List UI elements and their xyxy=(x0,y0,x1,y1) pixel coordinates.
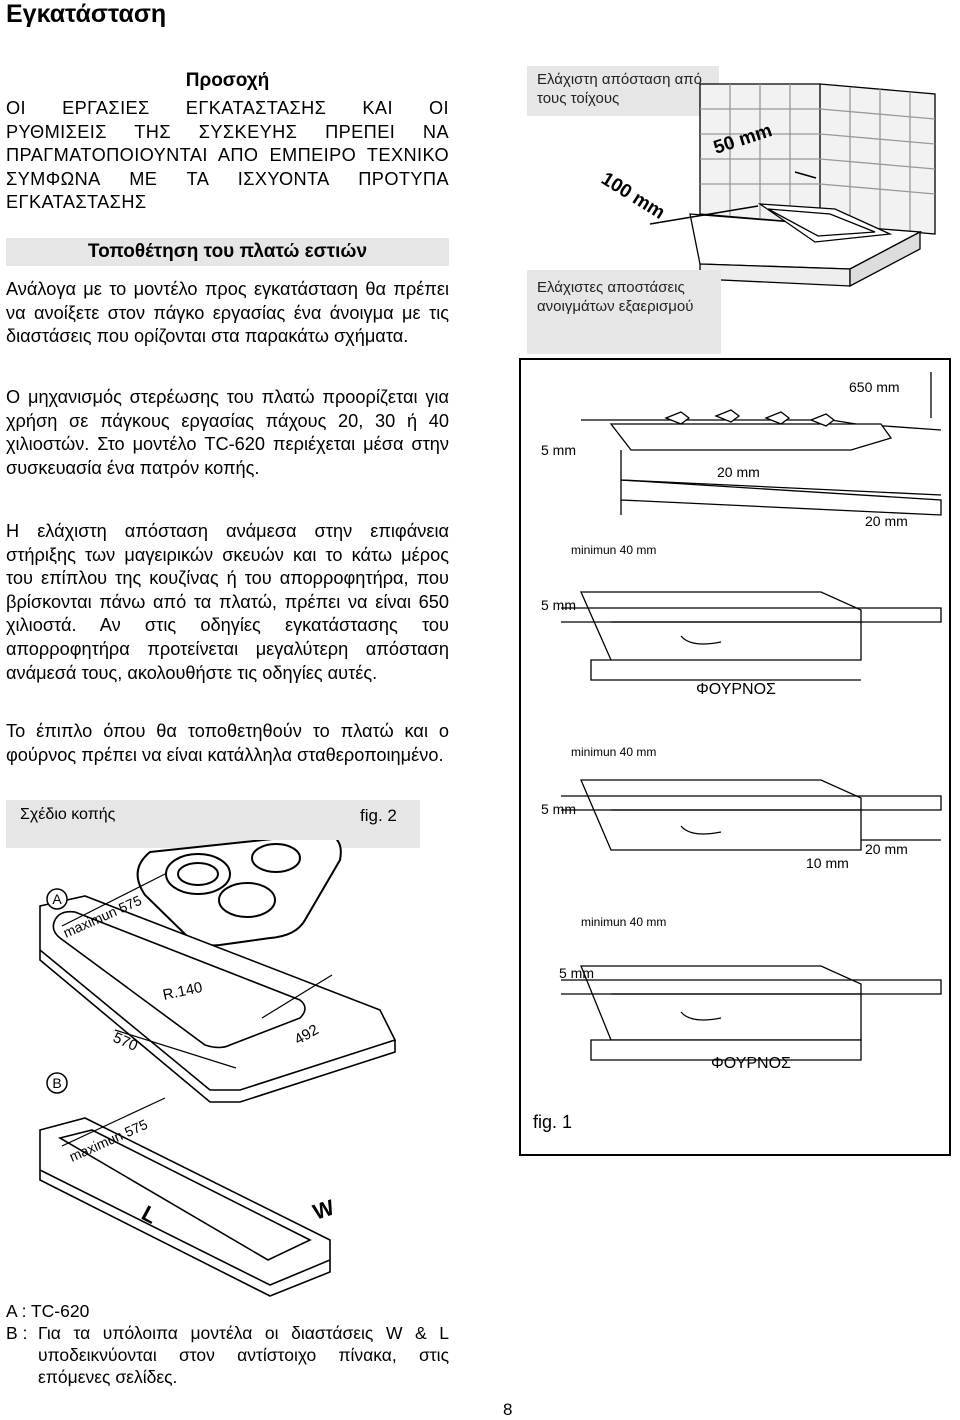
dim-570: 570 xyxy=(110,1029,140,1055)
paragraph-opening: Ανάλογα με το μοντέλο προς εγκατάσταση θ… xyxy=(6,279,449,347)
marker-a-text: A xyxy=(52,891,62,907)
dim-20mm-1: 20 mm xyxy=(717,464,760,480)
oven-label-1: ΦΟΥΡΝΟΣ xyxy=(696,681,776,698)
paragraph-distance: Η ελάχιστη απόσταση ανάμεσα στην επιφάνε… xyxy=(6,521,449,683)
worktop-b xyxy=(39,1117,331,1297)
footnote-b-text: Για τα υπόλοιπα μοντέλα οι διαστάσεις W … xyxy=(38,1323,449,1387)
hob-plate-a xyxy=(136,840,342,947)
dim-5mm-1: 5 mm xyxy=(541,442,576,458)
dim-min40-2: minimun 40 mm xyxy=(571,745,656,759)
dim-5mm-3: 5 mm xyxy=(541,801,576,817)
dim-w: W xyxy=(310,1194,338,1224)
oven-label-2: ΦΟΥΡΝΟΣ xyxy=(711,1055,791,1072)
cut-template-label: Σχέδιο κοπής xyxy=(20,806,116,823)
fig1-frame xyxy=(519,358,951,1156)
dim-20mm-2: 20 mm xyxy=(865,513,908,529)
fig1-label: fig. 1 xyxy=(533,1112,572,1132)
dim-650mm: 650 mm xyxy=(849,379,900,395)
ventilation-drawing: 650 mm 5 mm 20 mm 20 mm minimun 40 mm 5 … xyxy=(533,372,942,1132)
wall-clearance-drawing: 50 mm 100 mm xyxy=(597,83,936,288)
fig2-label: fig. 2 xyxy=(360,806,397,825)
section-heading: Τοποθέτηση του πλατώ εστιών xyxy=(6,238,449,266)
dim-min40-3: minimun 40 mm xyxy=(581,915,666,929)
paragraph-furniture: Το έπιπλο όπου θα τοποθετηθούν το πλατώ … xyxy=(6,721,449,765)
marker-a xyxy=(46,888,68,910)
dim-5mm-2: 5 mm xyxy=(541,597,576,613)
marker-b-text: B xyxy=(52,1075,61,1091)
cut-template-drawing: A B maximun 575 R.140 570 492 maximun 57… xyxy=(39,840,397,1297)
dim-min40-1: minimun 40 mm xyxy=(571,543,656,557)
footnote-a: A : TC-620 xyxy=(6,1301,90,1321)
page-title: Εγκατάσταση xyxy=(6,0,167,28)
cut-template-box xyxy=(6,800,420,848)
worktop-a xyxy=(39,895,397,1103)
vent-distance-box: Ελάχιστες αποστάσεις ανοιγμάτων εξαερισμ… xyxy=(527,270,721,354)
dim-10mm: 10 mm xyxy=(806,855,849,871)
page-number: 8 xyxy=(503,1400,513,1419)
warning-heading: Προσοχή xyxy=(185,70,270,91)
dim-100mm: 100 mm xyxy=(597,168,668,223)
footnote-b-key: B : xyxy=(6,1323,28,1343)
marker-b xyxy=(46,1072,68,1094)
footnote-b: B : Για τα υπόλοιπα μοντέλα οι διαστάσει… xyxy=(6,1322,449,1388)
warning-text: ΟΙ ΕΡΓΑΣΙΕΣ ΕΓΚΑΤΑΣΤΑΣΗΣ ΚΑΙ ΟΙ ΡΥΘΜΙΣΕΙ… xyxy=(6,98,449,213)
dim-20mm-3: 20 mm xyxy=(865,841,908,857)
dim-5mm-4: 5 mm xyxy=(559,965,594,981)
wall-distance-box: Ελάχιστη απόσταση από τους τοίχους xyxy=(527,66,719,116)
paragraph-fixing: Ο μηχανισμός στερέωσης του πλατώ προορίζ… xyxy=(6,387,449,478)
